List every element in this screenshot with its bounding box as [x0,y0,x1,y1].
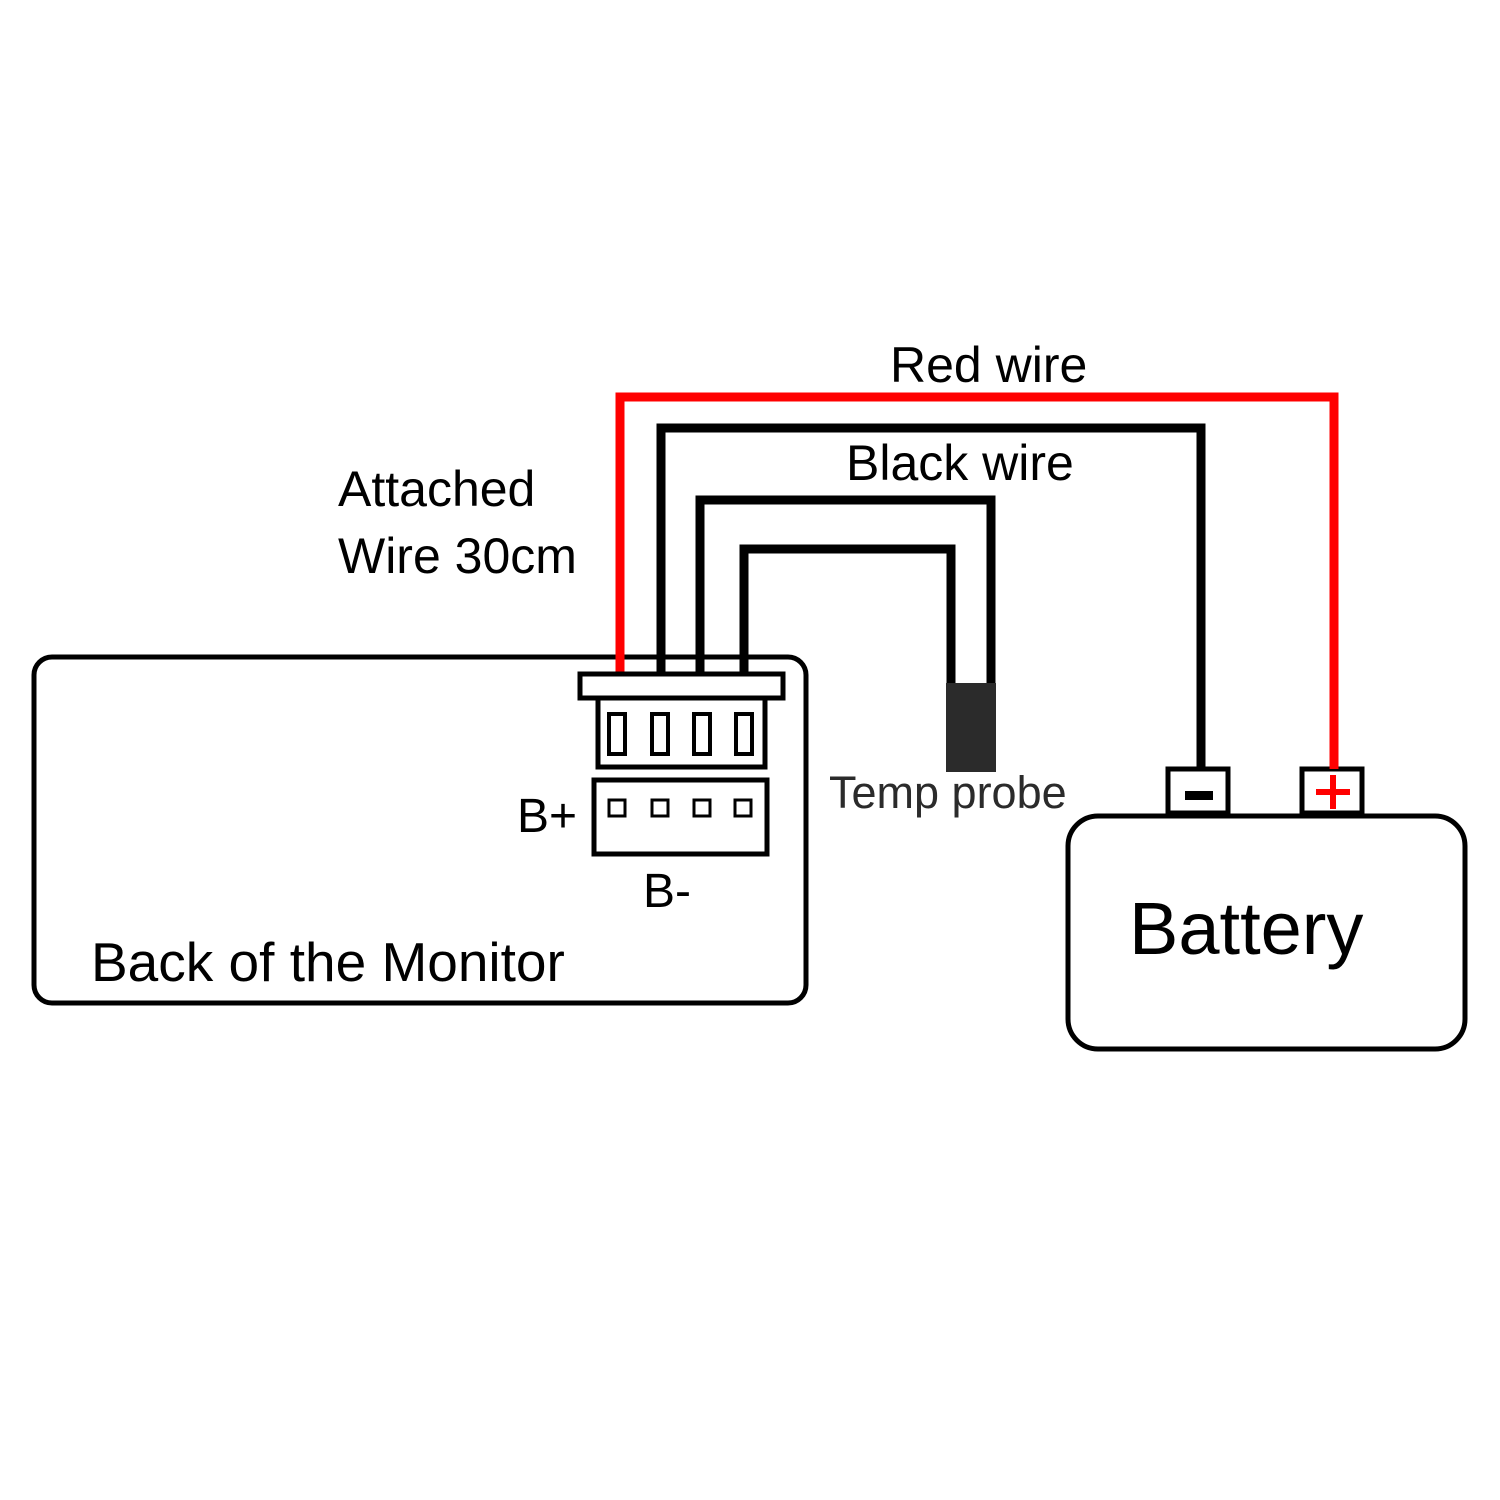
red-wire [615,392,1339,769]
battery-label: Battery [1129,887,1363,970]
temp-probe [946,683,996,772]
plug-pin-4 [734,712,754,756]
attached-wire-label-line1: Attached [338,461,535,517]
temp-probe-wire-a [695,495,996,684]
socket-pin-2 [650,798,670,818]
b-plus-label: B+ [517,790,577,843]
black-wire-label: Black wire [846,435,1074,491]
socket-pin-3 [692,798,712,818]
negative-sign-icon [1185,791,1213,800]
b-minus-label: B- [643,865,691,918]
plug-pin-2 [650,712,670,756]
connector-plug-cap [577,671,786,701]
temp-probe-wire-b [739,544,956,684]
plus-sign-icon [1316,775,1350,809]
socket-pin-4 [733,798,753,818]
black-wire [656,423,1206,769]
red-wire-label: Red wire [890,337,1087,393]
battery-body [1065,813,1468,1052]
monitor-label: Back of the Monitor [91,931,565,993]
plug-pin-3 [692,712,712,756]
plug-pin-1 [607,712,627,756]
temp-probe-label: Temp probe [829,767,1067,818]
socket-pin-1 [607,798,627,818]
attached-wire-label-line2: Wire 30cm [338,528,577,584]
